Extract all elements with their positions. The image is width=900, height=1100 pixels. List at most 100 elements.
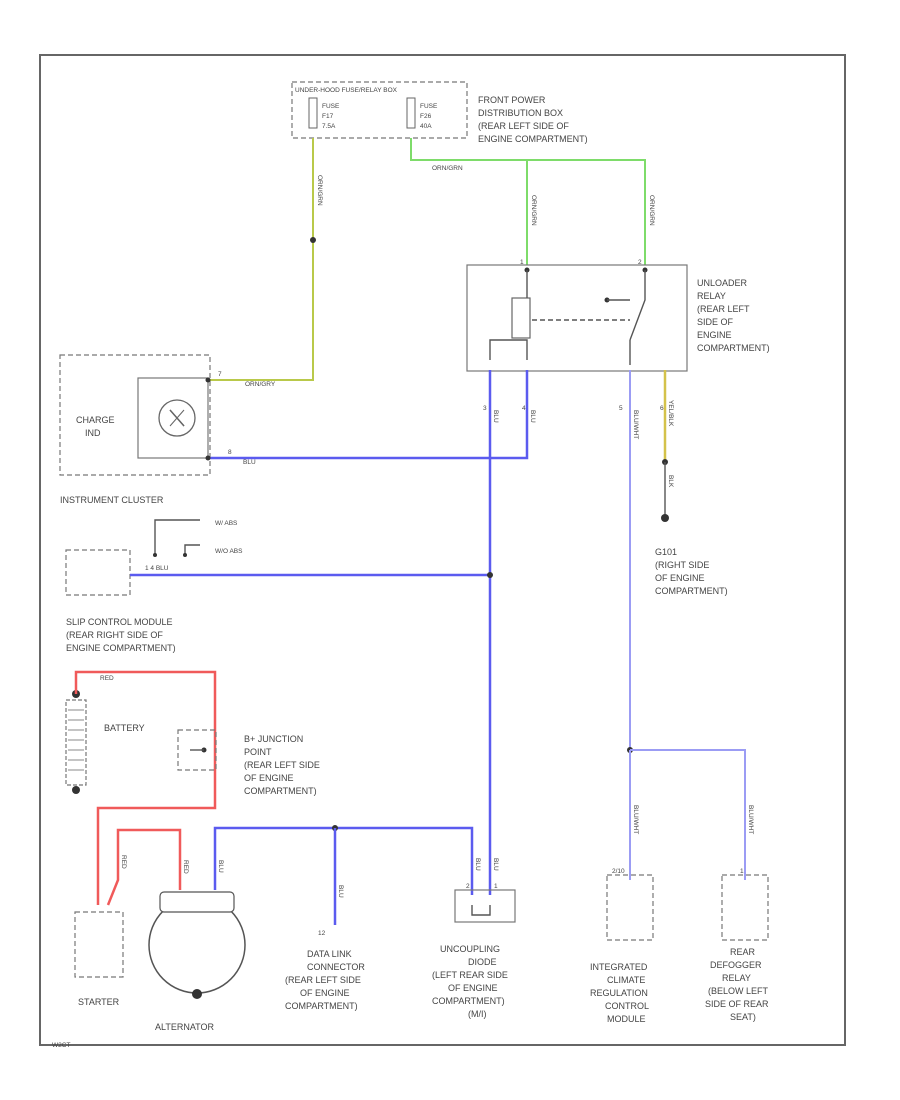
svg-text:OF ENGINE: OF ENGINE	[300, 988, 350, 998]
svg-text:SIDE OF: SIDE OF	[697, 317, 734, 327]
svg-text:SIDE OF REAR: SIDE OF REAR	[705, 999, 769, 1009]
svg-text:FUSE: FUSE	[322, 103, 340, 110]
svg-text:(BELOW LEFT: (BELOW LEFT	[708, 986, 769, 996]
b-plus-junction-point: B+ JUNCTION POINT (REAR LEFT SIDE OF ENG…	[177, 729, 320, 796]
svg-text:OF ENGINE: OF ENGINE	[448, 983, 498, 993]
svg-text:BLU: BLU	[492, 858, 499, 871]
diagram-code: W2CT	[52, 1042, 70, 1049]
svg-text:(REAR RIGHT SIDE OF: (REAR RIGHT SIDE OF	[66, 630, 163, 640]
svg-text:RELAY: RELAY	[722, 973, 751, 983]
svg-text:BLU/WHT: BLU/WHT	[632, 410, 639, 439]
svg-text:FRONT POWER: FRONT POWER	[478, 95, 546, 105]
svg-text:DATA LINK: DATA LINK	[307, 949, 352, 959]
wire-relay-4	[208, 370, 529, 460]
svg-text:OF ENGINE: OF ENGINE	[655, 573, 705, 583]
instrument-cluster-label: INSTRUMENT CLUSTER	[60, 495, 164, 505]
front-power-label: FRONT POWER DISTRIBUTION BOX (REAR LEFT …	[478, 95, 588, 144]
svg-text:W/ ABS: W/ ABS	[215, 520, 238, 527]
svg-text:IND: IND	[85, 428, 101, 438]
svg-text:COMPARTMENT): COMPARTMENT)	[244, 786, 317, 796]
uncoupling-diode: 2 1 UNCOUPLING DIODE (LEFT REAR SIDE OF …	[432, 883, 516, 1019]
svg-text:5: 5	[619, 405, 623, 412]
svg-text:REAR: REAR	[730, 947, 756, 957]
svg-text:(M/I): (M/I)	[468, 1009, 487, 1019]
svg-text:BATTERY: BATTERY	[104, 723, 145, 733]
svg-text:W/O ABS: W/O ABS	[215, 548, 243, 555]
svg-text:1 4 BLU: 1 4 BLU	[145, 565, 169, 572]
rear-defogger-relay: 1 REAR DEFOGGER RELAY (BELOW LEFT SIDE O…	[705, 868, 769, 1022]
svg-text:COMPARTMENT): COMPARTMENT)	[655, 586, 728, 596]
svg-text:2/10: 2/10	[612, 868, 625, 875]
svg-text:YEL/BLK: YEL/BLK	[667, 400, 674, 427]
fuse-f26	[406, 97, 416, 129]
svg-text:ORN/GRN: ORN/GRN	[530, 195, 537, 226]
svg-text:7.5A: 7.5A	[322, 123, 336, 130]
svg-text:8: 8	[228, 449, 232, 456]
svg-text:CONTROL: CONTROL	[605, 1001, 649, 1011]
svg-text:ORN/GRN: ORN/GRN	[316, 175, 323, 206]
svg-text:ORN/GRN: ORN/GRN	[648, 195, 655, 226]
svg-text:ALTERNATOR: ALTERNATOR	[155, 1022, 215, 1032]
svg-text:INTEGRATED: INTEGRATED	[590, 962, 648, 972]
svg-text:(RIGHT SIDE: (RIGHT SIDE	[655, 560, 709, 570]
svg-text:CONNECTOR: CONNECTOR	[307, 962, 365, 972]
svg-text:CHARGE: CHARGE	[76, 415, 115, 425]
svg-text:1: 1	[520, 259, 524, 266]
svg-text:POINT: POINT	[244, 747, 272, 757]
svg-text:2: 2	[638, 259, 642, 266]
svg-text:RELAY: RELAY	[697, 291, 726, 301]
instrument-cluster: CHARGE IND	[59, 354, 211, 476]
svg-text:FUSE: FUSE	[420, 103, 438, 110]
svg-text:ENGINE COMPARTMENT): ENGINE COMPARTMENT)	[66, 643, 176, 653]
svg-text:3: 3	[483, 405, 487, 412]
svg-text:REGULATION: REGULATION	[590, 988, 648, 998]
svg-text:UNLOADER: UNLOADER	[697, 278, 748, 288]
wire-alternator-bus	[213, 826, 474, 895]
svg-text:ORN/GRN: ORN/GRN	[432, 165, 463, 172]
svg-text:MODULE: MODULE	[607, 1014, 646, 1024]
svg-text:DISTRIBUTION BOX: DISTRIBUTION BOX	[478, 108, 563, 118]
svg-text:BLU/WHT: BLU/WHT	[747, 805, 754, 834]
diagram-border	[39, 54, 846, 1046]
svg-text:1: 1	[494, 883, 498, 890]
svg-text:(REAR LEFT: (REAR LEFT	[697, 304, 750, 314]
svg-text:1: 1	[740, 868, 744, 875]
svg-text:ORN/GRY: ORN/GRY	[245, 381, 276, 388]
wire-battery-red	[74, 670, 217, 905]
svg-text:F17: F17	[322, 113, 334, 120]
charge-indicator-lamp	[158, 399, 196, 437]
unloader-relay	[466, 264, 688, 372]
ground-g101	[661, 514, 669, 522]
alternator: ALTERNATOR	[148, 891, 246, 1032]
slip-control-module	[65, 549, 131, 596]
fuse-box-title: UNDER-HOOD FUSE/RELAY BOX	[295, 87, 398, 94]
slip-control-module-label: SLIP CONTROL MODULE (REAR RIGHT SIDE OF …	[66, 617, 176, 653]
svg-text:6: 6	[660, 405, 664, 412]
svg-text:40A: 40A	[420, 123, 432, 130]
svg-text:RED: RED	[182, 860, 189, 874]
svg-text:BLU: BLU	[243, 459, 256, 466]
battery: BATTERY	[65, 690, 145, 794]
slip-switch: W/ ABS W/O ABS	[153, 519, 243, 557]
svg-text:SLIP CONTROL MODULE: SLIP CONTROL MODULE	[66, 617, 173, 627]
svg-text:UNCOUPLING: UNCOUPLING	[440, 944, 500, 954]
svg-text:COMPARTMENT): COMPARTMENT)	[432, 996, 505, 1006]
svg-text:(REAR LEFT SIDE: (REAR LEFT SIDE	[244, 760, 320, 770]
svg-text:SEAT): SEAT)	[730, 1012, 756, 1022]
svg-text:STARTER: STARTER	[78, 997, 120, 1007]
svg-text:RED: RED	[120, 855, 127, 869]
svg-text:COMPARTMENT): COMPARTMENT)	[285, 1001, 358, 1011]
svg-text:BLU/WHT: BLU/WHT	[632, 805, 639, 834]
svg-text:(REAR LEFT SIDE: (REAR LEFT SIDE	[285, 975, 361, 985]
svg-text:G101: G101	[655, 547, 677, 557]
unloader-relay-label: UNLOADER RELAY (REAR LEFT SIDE OF ENGINE…	[697, 278, 770, 353]
svg-text:F26: F26	[420, 113, 432, 120]
svg-text:4: 4	[522, 405, 526, 412]
wire-fuse-to-relay	[410, 138, 528, 265]
starter: STARTER	[74, 911, 124, 1007]
ground-g101-label: G101 (RIGHT SIDE OF ENGINE COMPARTMENT)	[655, 547, 728, 596]
svg-text:DEFOGGER: DEFOGGER	[710, 960, 762, 970]
svg-text:OF ENGINE: OF ENGINE	[244, 773, 294, 783]
under-hood-fuse-box: UNDER-HOOD FUSE/RELAY BOX FUSE F17 7.5A …	[291, 81, 468, 139]
svg-text:ENGINE COMPARTMENT): ENGINE COMPARTMENT)	[478, 134, 588, 144]
